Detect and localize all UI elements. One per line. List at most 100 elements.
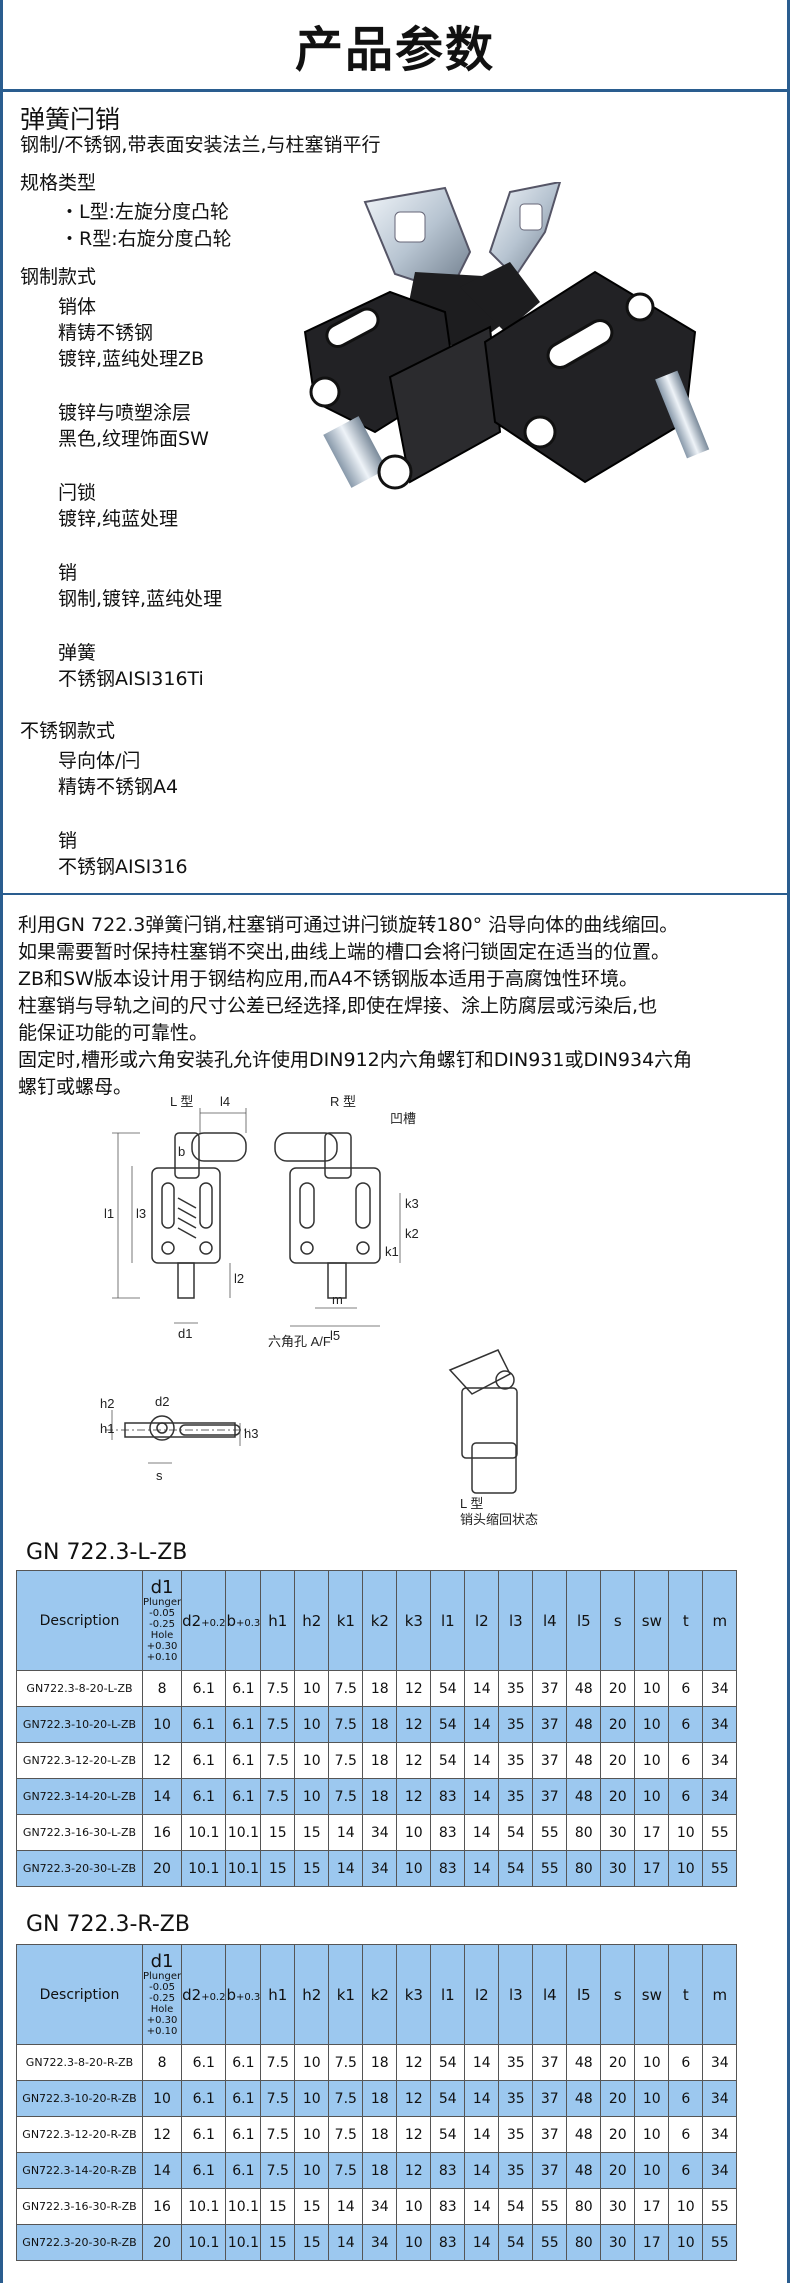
table-cell: 6.1 xyxy=(225,1670,262,1707)
table-cell: 20 xyxy=(600,1742,636,1779)
dim-d1: d1 xyxy=(178,1326,192,1341)
table-cell: 6.1 xyxy=(181,2152,227,2189)
table-cell-description: GN722.3-12-20-R-ZB xyxy=(16,2116,143,2153)
table-cell: 35 xyxy=(498,2116,534,2153)
table-cell: 7.5 xyxy=(260,2152,296,2189)
table-cell: 34 xyxy=(362,1814,398,1851)
col-header: sw xyxy=(634,1944,670,2045)
technical-drawing: L 型 R 型 凹槽 六角孔 A/F L 型 销头缩回状态 l4 b l1 l3… xyxy=(100,1094,538,1527)
steel-line: 镀锌,蓝纯处理ZB xyxy=(58,348,205,370)
col-header-description: Description xyxy=(16,1944,143,2045)
dim-l2: l2 xyxy=(234,1271,244,1286)
table-cell: 7.5 xyxy=(260,2044,296,2081)
table-cell: 10 xyxy=(141,1706,183,1743)
table-cell: 55 xyxy=(702,2188,738,2225)
table-cell: 35 xyxy=(498,2044,534,2081)
table-cell: 55 xyxy=(532,1850,568,1887)
table-cell: 80 xyxy=(566,1814,602,1851)
col-header: l3 xyxy=(498,1570,534,1671)
table-cell: 6.1 xyxy=(225,2080,262,2117)
table-cell: 48 xyxy=(566,2080,602,2117)
table-cell: 15 xyxy=(260,2188,296,2225)
dim-d2: d2 xyxy=(155,1394,169,1409)
table-cell: 14 xyxy=(328,1814,364,1851)
table-cell: 14 xyxy=(141,1778,183,1815)
table-cell: 80 xyxy=(566,2188,602,2225)
table-cell: 37 xyxy=(532,1778,568,1815)
table-cell: 15 xyxy=(260,1850,296,1887)
table-cell: 34 xyxy=(362,1850,398,1887)
table-cell-description: GN722.3-14-20-L-ZB xyxy=(16,1778,143,1815)
table-cell: 6 xyxy=(668,2152,704,2189)
table-cell: 12 xyxy=(141,2116,183,2153)
table-cell: 7.5 xyxy=(328,1742,364,1779)
col-header: l3 xyxy=(498,1944,534,2045)
table-cell: 55 xyxy=(702,1814,738,1851)
steel-line: 弹簧 xyxy=(58,642,97,664)
table-cell: 18 xyxy=(362,1742,398,1779)
spec-table-l: Description d1 Plunger -0.05 -0.25 Hole … xyxy=(16,1570,738,1887)
table-cell: 10 xyxy=(294,2044,330,2081)
table-cell: 17 xyxy=(634,2224,670,2261)
table-cell: 10 xyxy=(634,2116,670,2153)
table-cell: 7.5 xyxy=(328,2044,364,2081)
table-cell: 54 xyxy=(498,2224,534,2261)
product-photo xyxy=(303,182,710,490)
table-cell: 10 xyxy=(634,1670,670,1707)
dim-h3: h3 xyxy=(244,1426,258,1441)
col-header: k3 xyxy=(396,1570,432,1671)
dim-b: b xyxy=(178,1144,185,1159)
spec-type-item: ・R型:右旋分度凸轮 xyxy=(60,228,232,250)
table-cell: 14 xyxy=(464,2044,500,2081)
steel-line: 闩锁 xyxy=(58,482,97,504)
col-header: h2 xyxy=(294,1570,330,1671)
table-cell: 14 xyxy=(464,1778,500,1815)
table-cell: 16 xyxy=(141,1814,183,1851)
table-cell: 17 xyxy=(634,2188,670,2225)
col-header: l1 xyxy=(430,1944,466,2045)
stainless-line: 导向体/闩 xyxy=(58,750,141,772)
description-line: 螺钉或螺母。 xyxy=(18,1076,133,1098)
table-cell: 6 xyxy=(668,1742,704,1779)
table-cell: 8 xyxy=(141,1670,183,1707)
dim-l1: l1 xyxy=(104,1206,114,1221)
table-cell: 80 xyxy=(566,2224,602,2261)
table-cell: 34 xyxy=(702,2044,738,2081)
table-cell: 18 xyxy=(362,1778,398,1815)
col-header: h1 xyxy=(260,1570,296,1671)
table-cell: 12 xyxy=(396,2116,432,2153)
table-cell: 10 xyxy=(141,2080,183,2117)
table-cell-description: GN722.3-10-20-R-ZB xyxy=(16,2080,143,2117)
spec-table-r: Description d1 Plunger -0.05 -0.25 Hole … xyxy=(16,1944,738,2261)
table-cell: 48 xyxy=(566,2044,602,2081)
table-cell: 80 xyxy=(566,1850,602,1887)
table-cell: 14 xyxy=(464,1742,500,1779)
table-cell: 14 xyxy=(464,1670,500,1707)
table-cell: 54 xyxy=(498,1814,534,1851)
table-cell: 12 xyxy=(396,1778,432,1815)
table-cell: 10 xyxy=(668,1814,704,1851)
table-cell: 7.5 xyxy=(328,2080,364,2117)
table-cell: 6 xyxy=(668,2116,704,2153)
table-cell: 14 xyxy=(464,2080,500,2117)
table-cell: 6.1 xyxy=(225,1706,262,1743)
table-cell-description: GN722.3-10-20-L-ZB xyxy=(16,1706,143,1743)
table-cell: 6.1 xyxy=(225,1778,262,1815)
table-cell: 37 xyxy=(532,2116,568,2153)
dim-l3: l3 xyxy=(136,1206,146,1221)
table-cell: 18 xyxy=(362,1670,398,1707)
table-cell-description: GN722.3-16-30-R-ZB xyxy=(16,2188,143,2225)
table-cell: 15 xyxy=(294,1814,330,1851)
table-cell: 30 xyxy=(600,2188,636,2225)
dim-h2: h2 xyxy=(100,1396,114,1411)
table-cell: 37 xyxy=(532,2080,568,2117)
stainless-line: 销 xyxy=(58,830,78,852)
r-type-view xyxy=(274,1132,381,1299)
table-cell: 12 xyxy=(396,2080,432,2117)
groove-label: 凹槽 xyxy=(390,1111,416,1126)
table-cell: 6.1 xyxy=(181,2044,227,2081)
col-header-b: b+0.3 xyxy=(225,1570,262,1671)
col-header-d2: d2+0.2 xyxy=(181,1570,227,1671)
